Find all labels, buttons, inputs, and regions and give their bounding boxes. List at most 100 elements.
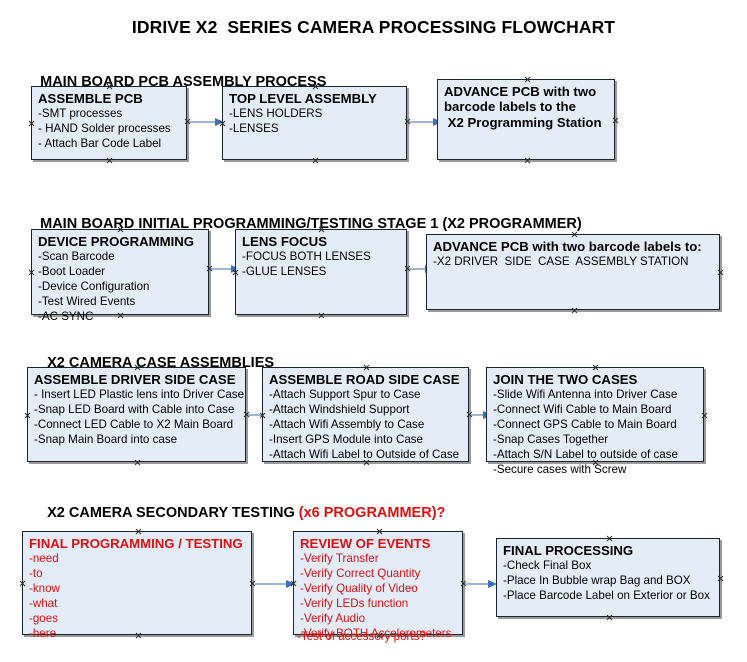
- node-title: TOP LEVEL ASSEMBLY: [229, 91, 377, 106]
- node-line: -Place Barcode Label on Exterior or Box: [503, 589, 710, 603]
- node-line: -know: [29, 582, 60, 596]
- node-assemble-driver-side-case[interactable]: ASSEMBLE DRIVER SIDE CASE - Insert LED P…: [27, 367, 246, 462]
- node-line: -Secure cases with Screw: [493, 462, 627, 476]
- node-line: -Attach Support Spur to Case: [269, 388, 421, 402]
- resize-handle-top[interactable]: [592, 364, 599, 371]
- resize-handle-bottom[interactable]: [524, 157, 531, 164]
- connector-road-side-to-join-cases: [470, 411, 492, 419]
- node-assemble-pcb[interactable]: ASSEMBLE PCB -SMT processes - HAND Solde…: [31, 86, 187, 160]
- resize-handle-bottom[interactable]: [312, 157, 319, 164]
- resize-handle-bottom[interactable]: [318, 312, 325, 319]
- resize-handle-top[interactable]: [363, 364, 370, 371]
- resize-handle-right[interactable]: [701, 412, 708, 419]
- node-line: -FOCUS BOTH LENSES: [242, 250, 371, 264]
- node-assemble-road-side-case[interactable]: ASSEMBLE ROAD SIDE CASE -Attach Support …: [262, 367, 469, 462]
- node-line: - HAND Solder processes: [38, 122, 171, 136]
- node-line: -Device Configuration: [38, 280, 150, 294]
- node-line: -Scan Barcode: [38, 250, 115, 264]
- node-title: FINAL PROGRAMMING / TESTING: [29, 536, 243, 551]
- resize-handle-right[interactable]: [717, 269, 724, 276]
- node-line: -X2 DRIVER SIDE CASE ASSEMBLY STATION: [433, 255, 689, 269]
- node-line: -Attach Windshield Support: [269, 403, 410, 417]
- node-title: LENS FOCUS: [242, 234, 327, 249]
- node-line: -Attach Wifi Label to Outside of Case: [269, 447, 460, 461]
- resize-handle-bottom[interactable]: [606, 614, 613, 621]
- node-title: FINAL PROCESSING: [503, 543, 634, 558]
- node-advance-pcb-to-driver-side-case-assembly-station[interactable]: ADVANCE PCB with two barcode labels to: …: [426, 234, 720, 310]
- node-line: -Insert GPS Module into Case: [269, 432, 424, 446]
- node-line: -Place In Bubble wrap Bag and BOX: [503, 574, 691, 588]
- resize-handle-left[interactable]: [24, 412, 31, 419]
- node-line: -Snap Main Board into case: [34, 432, 178, 446]
- node-advance-pcb-to-x2-programming-station[interactable]: ADVANCE PCB with two barcode labels to t…: [437, 79, 615, 160]
- node-line: -to: [29, 567, 43, 581]
- node-line: -LENS HOLDERS: [229, 107, 323, 121]
- node-line: -AC SYNC: [38, 309, 94, 323]
- node-line: -LENSES: [229, 122, 279, 136]
- node-line: -what: [29, 596, 58, 610]
- node-line: -Verify Audio: [300, 611, 366, 625]
- section-heading-x2-camera-secondary-testing: X2 CAMERA SECONDARY TESTING (x6 PROGRAMM…: [31, 489, 445, 537]
- section-heading-main-board-initial-programming-testing-stage-1: MAIN BOARD INITIAL PROGRAMMING/TESTING S…: [24, 200, 582, 248]
- node-line: - Attach Bar Code Label: [38, 137, 162, 151]
- section-heading-text: X2 CAMERA SECONDARY TESTING: [47, 505, 299, 521]
- node-line: -need: [29, 552, 59, 566]
- node-lens-focus[interactable]: LENS FOCUS -FOCUS BOTH LENSES -GLUE LENS…: [235, 229, 407, 315]
- node-device-programming[interactable]: DEVICE PROGRAMMING -Scan Barcode -Boot L…: [28, 229, 209, 323]
- connector-final-programming-to-review-of-events: [255, 580, 295, 588]
- node-line: -Connect Wifi Cable to Main Board: [493, 403, 672, 417]
- node-title: ASSEMBLE DRIVER SIDE CASE: [34, 372, 236, 387]
- node-line: -GLUE LENSES: [242, 265, 327, 279]
- node-line: - Insert LED Plastic lens into Driver Ca…: [34, 388, 245, 402]
- node-line: -Slide Wifi Antenna into Driver Case: [493, 388, 678, 402]
- node-line: -Verify BOTH Accelerometers: [300, 626, 452, 640]
- node-title: JOIN THE TWO CASES: [493, 372, 638, 387]
- node-line: -Test Wired Events: [38, 294, 136, 308]
- node-title: ASSEMBLE PCB: [38, 91, 143, 106]
- node-final-programming-testing[interactable]: FINAL PROGRAMMING / TESTING -need -to -k…: [19, 531, 252, 640]
- node-review-of-events[interactable]: REVIEW OF EVENTS -Verify Transfer -Verif…: [293, 531, 463, 640]
- resize-handle-top[interactable]: [606, 535, 613, 542]
- node-line: -Verify Quality of Video: [300, 582, 418, 596]
- node-line: -Connect GPS Cable to Main Board: [493, 418, 677, 432]
- node-line: -Snap LED Board with Cable into Case: [34, 403, 235, 417]
- node-line: -Snap Cases Together: [493, 432, 609, 446]
- node-title: ADVANCE PCB with two barcode labels to:: [433, 239, 702, 254]
- node-final-processing[interactable]: FINAL PROCESSING -Check Final Box -Place…: [496, 538, 720, 617]
- node-line: -goes: [29, 611, 59, 625]
- connector-device-programming-to-lens-focus: [210, 265, 240, 273]
- node-line: -Verify LEDs function: [300, 596, 409, 610]
- node-line: -Check Final Box: [503, 559, 592, 573]
- section-heading-text: MAIN BOARD INITIAL PROGRAMMING/TESTING S…: [40, 216, 582, 232]
- node-title: ADVANCE PCB with two barcode labels to t…: [444, 84, 602, 130]
- node-title: ASSEMBLE ROAD SIDE CASE: [269, 372, 460, 387]
- node-line: -SMT processes: [38, 107, 123, 121]
- resize-handle-left[interactable]: [28, 269, 35, 276]
- section-heading-accent: (x6 PROGRAMMER)?: [298, 505, 446, 521]
- node-line: -Attach Wifi Assembly to Case: [269, 418, 425, 432]
- resize-handle-right[interactable]: [612, 117, 619, 124]
- node-line: -here: [29, 626, 57, 640]
- connector-assemble-pcb-to-top-level-assembly: [188, 118, 224, 126]
- node-title: REVIEW OF EVENTS: [300, 536, 431, 551]
- node-top-level-assembly[interactable]: TOP LEVEL ASSEMBLY -LENS HOLDERS -LENSES: [222, 86, 407, 160]
- connector-top-level-assembly-to-advance-pcb: [408, 118, 442, 126]
- resize-handle-top[interactable]: [524, 76, 531, 83]
- node-line: -Verify Correct Quantity: [300, 567, 421, 581]
- resize-handle-bottom[interactable]: [134, 459, 141, 466]
- resize-handle-bottom[interactable]: [571, 307, 578, 314]
- resize-handle-bottom[interactable]: [106, 157, 113, 164]
- node-line: -Verify Transfer: [300, 552, 379, 566]
- node-title: DEVICE PROGRAMMING: [38, 234, 195, 249]
- connector-review-of-events-to-final-processing: [465, 580, 497, 588]
- node-line: -Attach S/N Label to outside of case: [493, 447, 678, 461]
- connector-driver-side-to-road-side: [247, 411, 271, 419]
- node-line-overflow-test-of-accessory-ports: -Test of accessory ports?: [297, 630, 426, 643]
- node-join-the-two-cases[interactable]: JOIN THE TWO CASES -Slide Wifi Antenna i…: [486, 364, 704, 476]
- resize-handle-left[interactable]: [28, 120, 35, 127]
- resize-handle-left[interactable]: [19, 580, 26, 587]
- node-line: -Boot Loader: [38, 265, 106, 279]
- page-title: IDRIVE X2 SERIES CAMERA PROCESSING FLOWC…: [131, 17, 616, 37]
- resize-handle-right[interactable]: [717, 575, 724, 582]
